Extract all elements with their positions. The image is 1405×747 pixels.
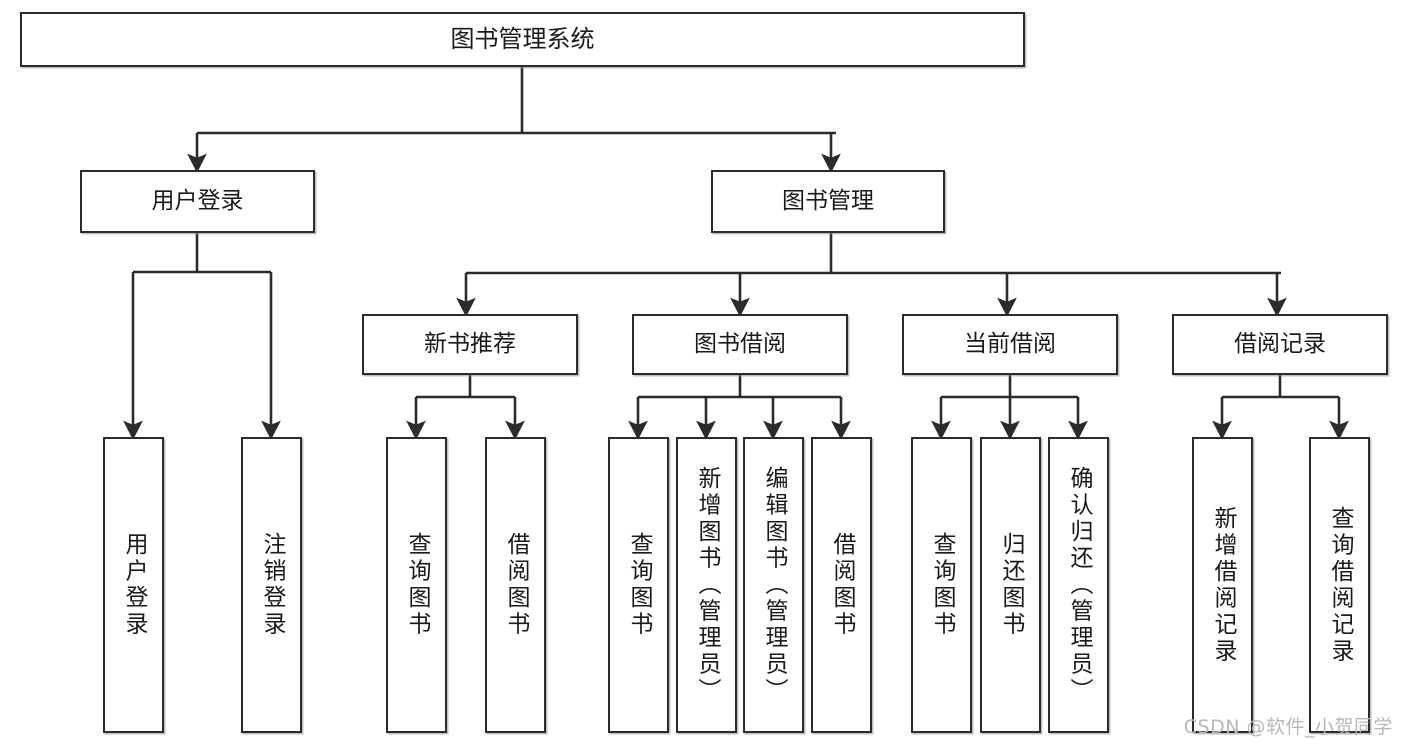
node-label: 查询图书	[929, 532, 955, 638]
leaf-borrow-book-nb[interactable]: 借阅图书	[485, 437, 546, 733]
node-book-management[interactable]: 图书管理	[711, 170, 945, 233]
node-label: 图书借阅	[694, 331, 786, 358]
node-label: 用户登录	[151, 188, 244, 215]
node-label: 新书推荐	[424, 331, 516, 358]
node-label: 查询图书	[626, 532, 652, 638]
leaf-query-book-cb[interactable]: 查询图书	[911, 437, 972, 733]
node-label: 确认归还（管理员）	[1066, 465, 1092, 705]
leaf-query-book-bb[interactable]: 查询图书	[608, 437, 669, 733]
leaf-return-book[interactable]: 归还图书	[980, 437, 1041, 733]
node-new-book-recommend[interactable]: 新书推荐	[362, 314, 578, 375]
leaf-confirm-return-admin[interactable]: 确认归还（管理员）	[1048, 437, 1109, 733]
node-label: 新增借阅记录	[1210, 505, 1236, 665]
node-label: 借阅记录	[1234, 331, 1326, 358]
leaf-query-book-nb[interactable]: 查询图书	[386, 437, 447, 733]
node-label: 注销登录	[259, 532, 285, 638]
node-label: 查询借阅记录	[1327, 505, 1353, 665]
node-borrow-record[interactable]: 借阅记录	[1172, 314, 1388, 375]
leaf-edit-book-admin[interactable]: 编辑图书（管理员）	[743, 437, 804, 733]
node-user-login[interactable]: 用户登录	[80, 170, 315, 233]
node-label: 图书管理系统	[450, 24, 595, 53]
node-label: 查询图书	[404, 532, 430, 638]
leaf-user-login[interactable]: 用户登录	[103, 437, 164, 733]
node-label: 归还图书	[998, 532, 1024, 638]
leaf-logout[interactable]: 注销登录	[241, 437, 302, 733]
node-current-borrow[interactable]: 当前借阅	[902, 314, 1118, 375]
node-root-system[interactable]: 图书管理系统	[20, 12, 1025, 67]
node-book-borrow[interactable]: 图书借阅	[632, 314, 848, 375]
node-label: 编辑图书（管理员）	[761, 465, 787, 705]
node-label: 用户登录	[121, 532, 147, 638]
node-label: 当前借阅	[964, 331, 1056, 358]
node-label: 新增图书（管理员）	[694, 465, 720, 705]
leaf-borrow-book-bb[interactable]: 借阅图书	[811, 437, 872, 733]
leaf-query-borrow-record[interactable]: 查询借阅记录	[1309, 437, 1370, 733]
leaf-add-book-admin[interactable]: 新增图书（管理员）	[676, 437, 737, 733]
node-label: 借阅图书	[829, 532, 855, 638]
leaf-add-borrow-record[interactable]: 新增借阅记录	[1192, 437, 1253, 733]
node-label: 借阅图书	[503, 532, 529, 638]
node-label: 图书管理	[782, 188, 874, 215]
